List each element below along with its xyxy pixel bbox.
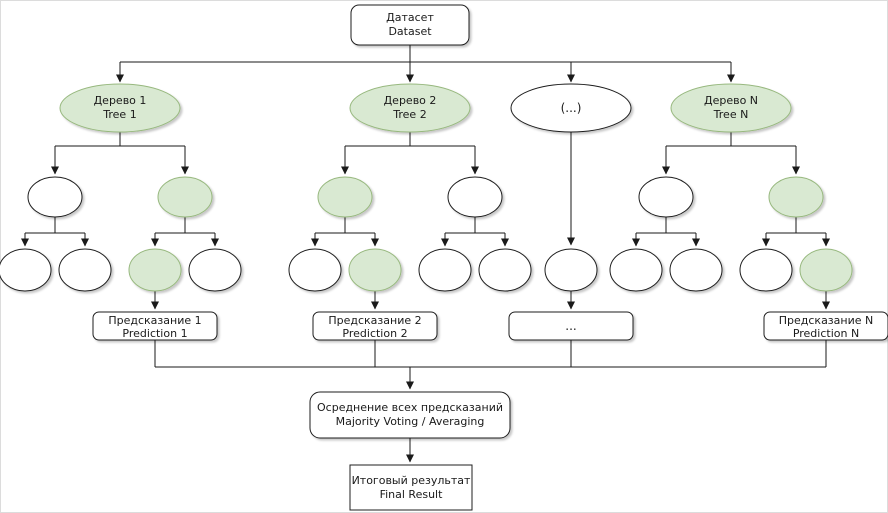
- tree-2-internal-left: [317, 176, 373, 218]
- averaging-box: [309, 391, 511, 439]
- prediction-n-label-en: Prediction N: [793, 327, 859, 340]
- tree-n-leaf-1: [609, 248, 663, 292]
- tree-n-leaf-4-selected: [799, 248, 853, 292]
- edges: [21, 45, 830, 463]
- tree-n-internal-right: [768, 176, 824, 218]
- tree-2-root-split: [345, 132, 475, 147]
- prediction-2-label-en: Prediction 2: [342, 327, 407, 340]
- dataset-box: [350, 4, 470, 46]
- prediction-ellipsis: ...: [508, 311, 634, 341]
- averaging-node: Осреднение всех предсказаний Majority Vo…: [309, 391, 511, 439]
- tree-2-root-node: [349, 83, 471, 133]
- tree-n-right-split: [766, 217, 826, 234]
- tree-2-label-ru: Дерево 2: [384, 94, 437, 107]
- prediction-1-label-ru: Предсказание 1: [108, 314, 201, 327]
- dataset-label-ru: Датасет: [386, 11, 434, 24]
- dataset-split-connector: [120, 45, 731, 63]
- tree-n-root-node: [670, 83, 792, 133]
- tree-ellipsis-root-node: [510, 83, 632, 133]
- prediction-ellipsis-box: [508, 311, 634, 341]
- dataset-label-en: Dataset: [388, 25, 432, 38]
- prediction-n-box: [763, 311, 888, 341]
- tree-ellipsis-label: (...): [561, 101, 582, 115]
- tree-1-root-split: [55, 132, 185, 147]
- tree-n: Дерево N Tree N: [609, 83, 853, 292]
- tree-1-leaf-4: [188, 248, 242, 292]
- tree-1-label-en: Tree 1: [102, 108, 136, 121]
- tree-ellipsis: (...): [510, 83, 632, 292]
- dataset-node: Датасет Dataset: [350, 4, 470, 46]
- tree-2-right-split: [445, 217, 505, 234]
- tree-1-leaf-2: [58, 248, 112, 292]
- tree-1-leaf-3-selected: [128, 248, 182, 292]
- tree-2: Дерево 2 Tree 2: [288, 83, 532, 292]
- tree-1-internal-right: [157, 176, 213, 218]
- tree-n-label-en: Tree N: [713, 108, 749, 121]
- tree-1-label-ru: Дерево 1: [94, 94, 147, 107]
- tree-n-left-split: [636, 217, 696, 234]
- tree-n-leaf-2: [669, 248, 723, 292]
- averaging-label-ru: Осреднение всех предсказаний: [317, 401, 503, 414]
- tree-2-label-en: Tree 2: [392, 108, 426, 121]
- prediction-1-box: [92, 311, 218, 341]
- prediction-n: Предсказание N Prediction N: [763, 311, 888, 341]
- tree-1-right-split: [155, 217, 215, 234]
- prediction-2-box: [312, 311, 438, 341]
- tree-2-leaf-3: [418, 248, 472, 292]
- final-result-label-en: Final Result: [380, 488, 444, 501]
- tree-n-leaf-3: [739, 248, 793, 292]
- tree-2-leaf-1: [288, 248, 342, 292]
- prediction-1: Предсказание 1 Prediction 1: [92, 311, 218, 341]
- tree-1-internal-left: [27, 176, 83, 218]
- tree-n-internal-left: [638, 176, 694, 218]
- prediction-1-label-en: Prediction 1: [122, 327, 187, 340]
- prediction-ellipsis-label: ...: [565, 319, 576, 333]
- final-result-node: Итоговый результат Final Result: [349, 464, 473, 511]
- tree-2-leaf-4: [478, 248, 532, 292]
- prediction-2: Предсказание 2 Prediction 2: [312, 311, 438, 341]
- final-result-label-ru: Итоговый результат: [352, 474, 471, 487]
- tree-1-leaf-1: [0, 248, 52, 292]
- final-result-box: [349, 464, 473, 511]
- tree-2-leaf-2-selected: [348, 248, 402, 292]
- tree-1-root-node: [59, 83, 181, 133]
- tree-n-label-ru: Дерево N: [704, 94, 758, 107]
- tree-n-root-split: [666, 132, 796, 147]
- tree-ellipsis-leaf: [544, 248, 598, 292]
- prediction-n-label-ru: Предсказание N: [779, 314, 873, 327]
- tree-1: Дерево 1 Tree 1: [0, 83, 242, 292]
- tree-2-internal-right: [447, 176, 503, 218]
- tree-1-left-split: [25, 217, 85, 234]
- prediction-2-label-ru: Предсказание 2: [328, 314, 421, 327]
- averaging-label-en: Majority Voting / Averaging: [336, 415, 485, 428]
- tree-2-left-split: [315, 217, 375, 234]
- predictions-merge-connector: [154, 340, 827, 368]
